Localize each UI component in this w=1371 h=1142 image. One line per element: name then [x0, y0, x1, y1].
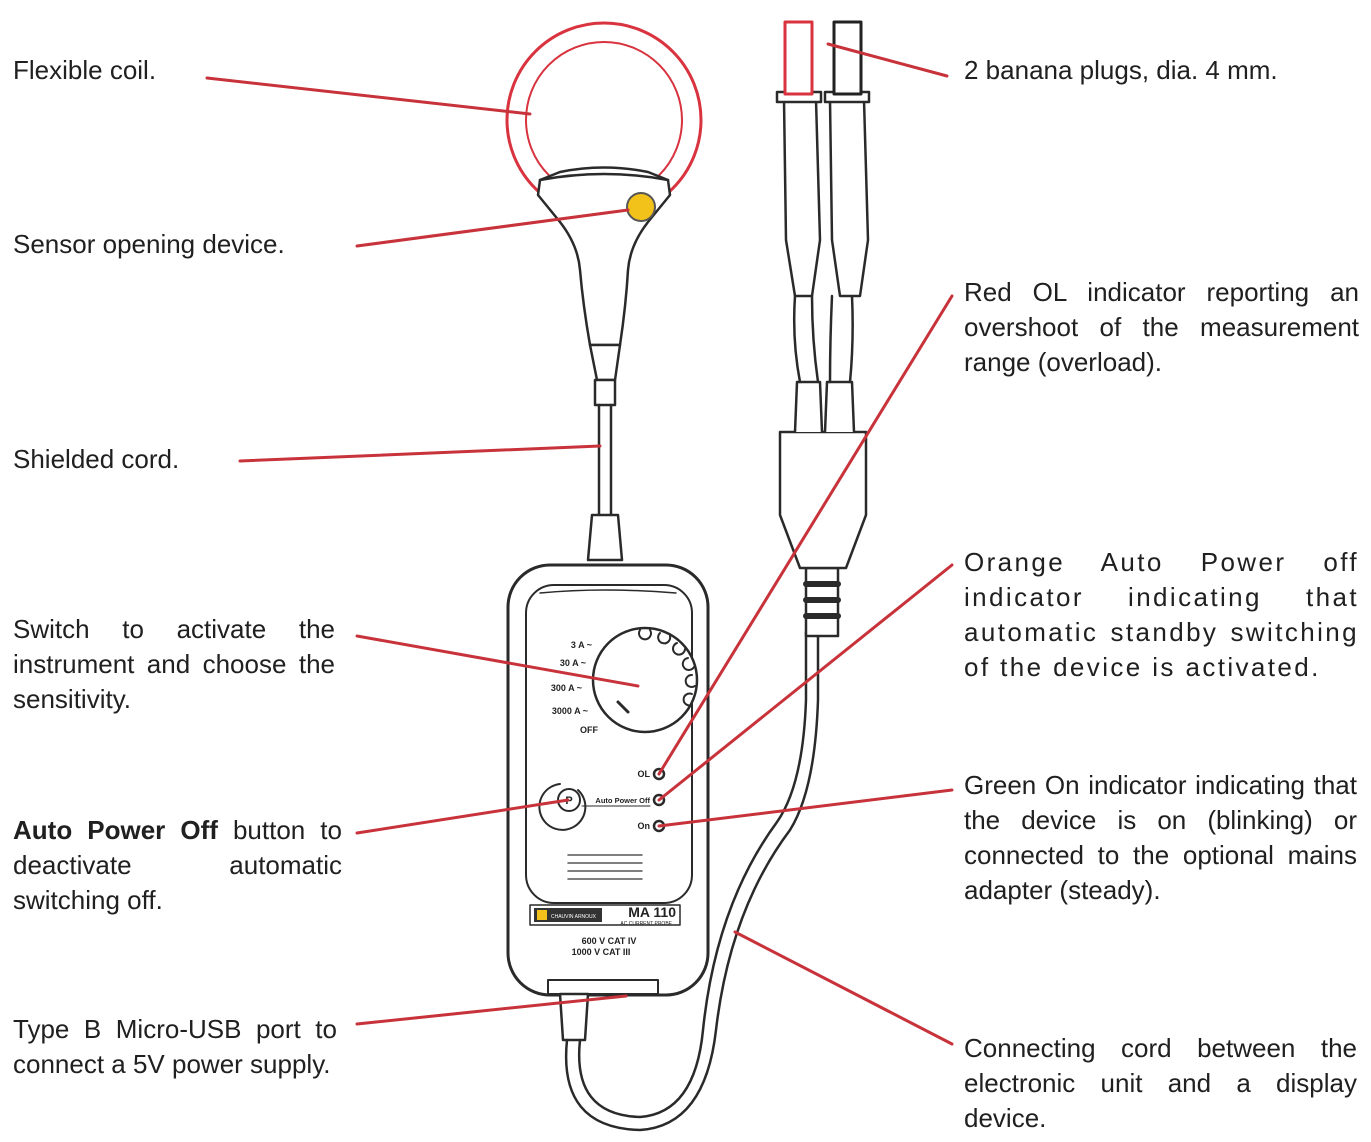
- device-body: [506, 563, 710, 997]
- label-green-on: Green On indicator indicating that the d…: [964, 770, 1357, 905]
- leader-orange-apo: [657, 563, 954, 802]
- connecting-cord: [564, 630, 820, 1132]
- label-banana-plugs: 2 banana plugs, dia. 4 mm.: [964, 55, 1278, 85]
- label-auto-power-off-bold: Auto Power Off: [13, 815, 218, 845]
- label-auto-power-off-rest: button to deactivate automatic switching…: [13, 815, 342, 915]
- leader-red-ol: [657, 294, 954, 776]
- usb-port: [547, 979, 659, 995]
- banana-plug-red: [775, 20, 823, 298]
- brand-logo: [534, 908, 602, 922]
- model-name: MA 110: [628, 904, 676, 920]
- leader-sensor-opening: [355, 208, 630, 248]
- range-off: OFF: [580, 725, 598, 735]
- leader-banana-plugs: [826, 42, 949, 78]
- apo-label: Auto Power Off: [595, 796, 650, 805]
- cat-rating-2: 1000 V CAT III: [572, 947, 631, 957]
- on-label: On: [638, 821, 651, 831]
- label-red-ol: Red OL indicator reporting an overshoot …: [964, 277, 1359, 377]
- ol-label: OL: [638, 769, 651, 779]
- label-shielded-cord: Shielded cord.: [13, 444, 180, 474]
- range-3000a: 3000 A ~: [552, 706, 588, 716]
- y-splitter: [778, 430, 868, 570]
- brand-name: CHAUVIN ARNOUX: [551, 914, 597, 920]
- range-3a: 3 A ~: [571, 640, 592, 650]
- strain-relief: [803, 566, 841, 638]
- banana-plug-black: [823, 20, 871, 298]
- leader-connecting-cord: [733, 930, 954, 1046]
- label-sensor-opening: Sensor opening device.: [13, 229, 285, 259]
- label-connecting-cord: Connecting cord between the electronic u…: [964, 1033, 1357, 1133]
- cat-rating-1: 600 V CAT IV: [582, 936, 637, 946]
- label-usb-port: Type B Micro-USB port to connect a 5V po…: [13, 1014, 337, 1079]
- label-flexible-coil: Flexible coil.: [13, 55, 157, 85]
- leader-auto-power-off: [355, 798, 570, 835]
- leader-green-on: [657, 788, 954, 828]
- leader-shielded-cord: [238, 444, 602, 463]
- sensor-head: [536, 166, 672, 347]
- leader-usb-port: [355, 994, 628, 1026]
- label-orange-apo: Orange Auto Power off indicator indicati…: [964, 547, 1359, 682]
- label-switch: Switch to activate the instrument and ch…: [13, 614, 335, 714]
- label-auto-power-off: Auto Power Off button to deactivate auto…: [13, 813, 342, 918]
- model-subtitle: AC CURRENT PROBE: [620, 921, 672, 927]
- shielded-cord: [597, 403, 613, 517]
- leader-flexible-coil: [205, 76, 532, 116]
- sensor-opening-button[interactable]: [626, 192, 656, 222]
- leader-switch: [355, 634, 640, 688]
- range-300a: 300 A ~: [551, 683, 582, 693]
- range-30a: 30 A ~: [560, 658, 586, 668]
- sensitivity-switch[interactable]: [591, 626, 699, 734]
